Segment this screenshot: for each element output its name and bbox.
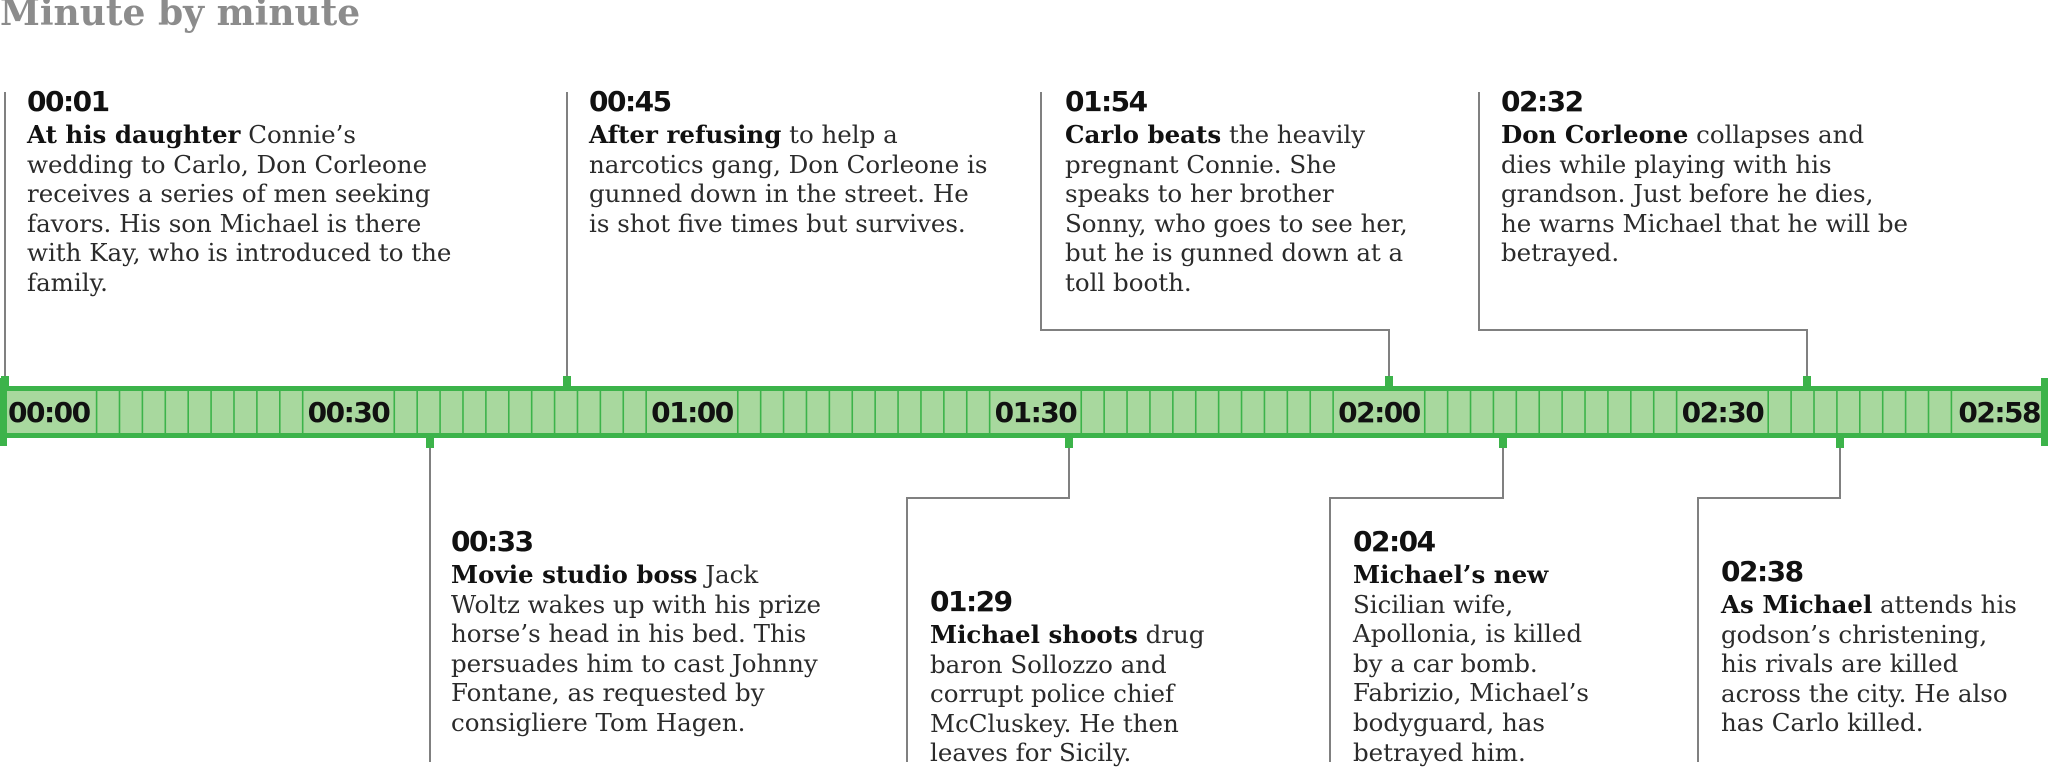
event-time: 02:32 [1501, 85, 1584, 118]
connector-lines [4, 92, 1841, 762]
timeline-label: 02:00 [1338, 396, 1421, 429]
event-time: 01:29 [930, 585, 1013, 618]
connector-line [1478, 92, 1808, 386]
timeline-label: 02:58 [1958, 396, 2040, 429]
event-text: Sicilian wife, Apollonia, is killed by a… [1353, 589, 1589, 767]
event-time: 00:01 [27, 85, 110, 118]
timeline-label-bg [313, 391, 384, 433]
event-01-29: 01:29 Michael shoots drug baron Sollozzo… [930, 584, 1240, 768]
timeline-bar [0, 376, 2048, 448]
event-text: attends his godson’s christening, his ri… [1721, 590, 2017, 738]
event-01-54: 01:54 Carlo beats the heavily pregnant C… [1065, 84, 1410, 298]
event-time: 01:54 [1065, 85, 1148, 118]
page-title: Minute by minute [0, 0, 361, 34]
event-02-38: 02:38 As Michael attends his godson’s ch… [1721, 554, 2021, 738]
event-lead: At his daughter [27, 120, 241, 149]
timeline-labels: 00:00 00:30 01:00 01:30 02:00 02:30 02:58 [8, 396, 2042, 429]
event-text: Connie’s wedding to Carlo, Don Corleone … [27, 120, 452, 297]
event-time: 02:04 [1353, 525, 1436, 558]
event-lead: Movie studio boss [451, 560, 698, 589]
event-02-32: 02:32 Don Corleone collapses and dies wh… [1501, 84, 1911, 268]
event-text: Jack Woltz wakes up with his prize horse… [451, 560, 822, 737]
timeline-label-bg [1687, 391, 1758, 433]
timeline-border-bottom [5, 433, 2043, 438]
timeline-label: 00:00 [8, 396, 91, 429]
event-time: 00:45 [589, 85, 672, 118]
event-text: to help a narcotics gang, Don Corleone i… [589, 120, 988, 238]
timeline-label: 01:00 [651, 396, 734, 429]
event-lead: After refusing [589, 120, 782, 149]
event-lead: As Michael [1721, 590, 1873, 619]
event-text: collapses and dies while playing with hi… [1501, 120, 1909, 268]
event-lead: Michael shoots [930, 620, 1138, 649]
timeline-label-bg [1000, 391, 1071, 433]
timeline-label-bg [5, 391, 75, 433]
timeline-border-top [5, 386, 2043, 391]
event-time: 00:33 [451, 525, 534, 558]
timeline-label: 00:30 [308, 396, 391, 429]
connector-nub [1065, 438, 1073, 448]
connector-nub [426, 438, 434, 448]
connector-line [1329, 438, 1504, 762]
connector-nub [1, 376, 9, 386]
event-text: the heavily pregnant Connie. She speaks … [1065, 120, 1408, 297]
event-02-04: 02:04 Michael’s new Sicilian wife, Apoll… [1353, 524, 1608, 767]
event-lead: Michael’s new [1353, 560, 1549, 589]
timeline-label: 01:30 [995, 396, 1078, 429]
timeline-label-bg [1973, 391, 2043, 433]
connector-nub [563, 376, 571, 386]
event-time: 02:38 [1721, 555, 1804, 588]
connector-nub [1836, 438, 1844, 448]
event-lead: Don Corleone [1501, 120, 1689, 149]
timeline-label: 02:30 [1682, 396, 1765, 429]
timeline-label-bg [656, 391, 727, 433]
event-00-45: 00:45 After refusing to help a narcotics… [589, 84, 989, 238]
event-00-33: 00:33 Movie studio boss Jack Woltz wakes… [451, 524, 831, 738]
event-00-01: 00:01 At his daughter Connie’s wedding t… [27, 84, 467, 298]
event-lead: Carlo beats [1065, 120, 1222, 149]
connector-line [1697, 438, 1841, 762]
connector-line [906, 438, 1070, 762]
connector-nub [1803, 376, 1811, 386]
connector-nub [1385, 376, 1393, 386]
event-text: drug baron Sollozzo and corrupt police c… [930, 620, 1205, 768]
connector-line [1040, 92, 1390, 386]
timeline-cap-left [0, 378, 7, 446]
connector-nub [1499, 438, 1507, 448]
timeline-cap-right [2041, 378, 2048, 446]
timeline-label-bg [1343, 391, 1414, 433]
